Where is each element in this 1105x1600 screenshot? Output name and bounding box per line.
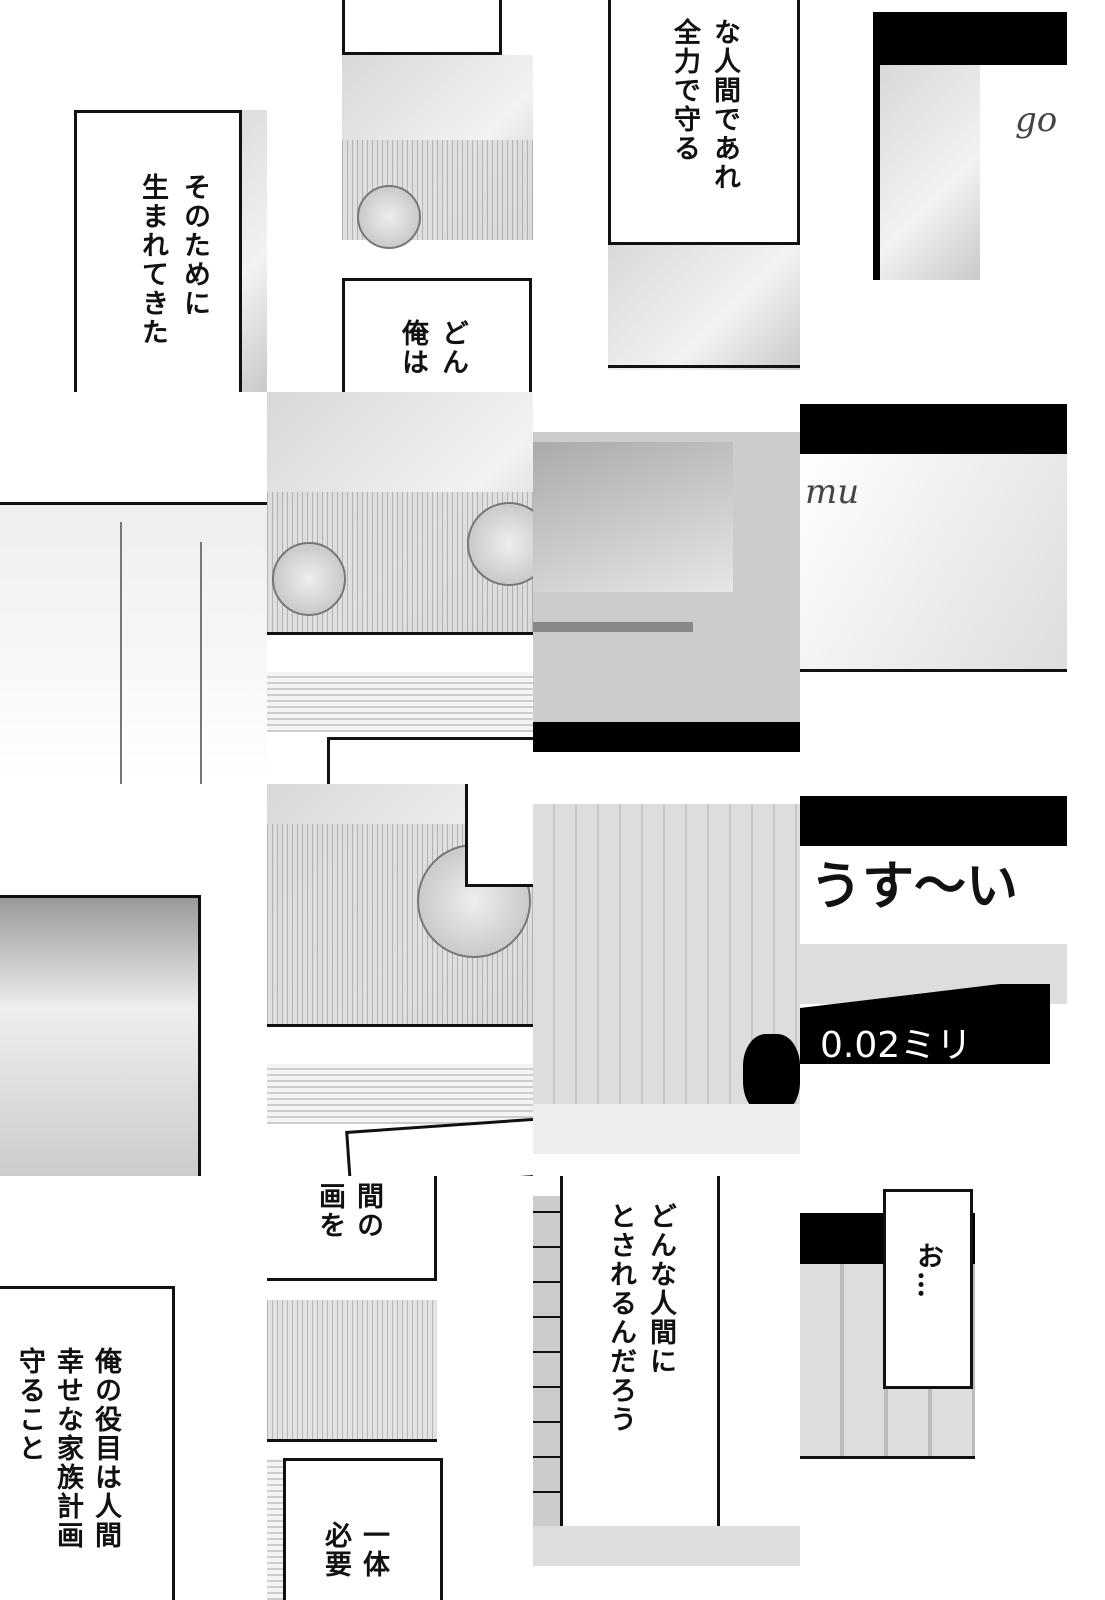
- caption-line: な人間であれ: [709, 18, 740, 192]
- handwriting-usui: うす〜い: [810, 857, 1019, 917]
- caption-line: 画を: [314, 1182, 345, 1240]
- caption-line: とされるんだろう: [605, 1202, 636, 1434]
- tile-condom-packets-2: [267, 392, 534, 784]
- caption-line: お…: [912, 1242, 943, 1300]
- tile-caption-needed: 間の 画を 一体 必要: [267, 1176, 534, 1600]
- handwriting-mu: mu: [805, 472, 860, 512]
- caption-line: 全力で守る: [669, 18, 700, 163]
- tile-condom-packets-3: [267, 784, 534, 1176]
- tile-caption-what-kind: どんな人間に とされるんだろう: [533, 1176, 800, 1600]
- tile-caption-oh: お…: [800, 1176, 1067, 1600]
- caption-line: 必要: [320, 1521, 351, 1579]
- caption-line: 俺の役目は人間: [90, 1347, 121, 1550]
- caption-line: 生まれてきた: [137, 173, 168, 347]
- caption-box: そのために 生まれてきた: [74, 110, 242, 392]
- caption-box: どんな人間に とされるんだろう: [560, 1176, 720, 1531]
- caption-line: 俺は: [397, 319, 428, 377]
- tile-usui-text: うす〜い 0.02ミリ: [800, 784, 1067, 1176]
- caption-box: 俺の役目は人間 幸せな家族計画 守ること: [0, 1286, 175, 1600]
- tile-condom-packets: どん 俺は: [267, 0, 534, 392]
- tile-caption-protect: な人間であれ 全力で守る: [533, 0, 800, 392]
- tile-caption-role: 俺の役目は人間 幸せな家族計画 守ること: [0, 1176, 267, 1600]
- tile-building: [0, 392, 267, 784]
- tile-caption-born: そのために 生まれてきた: [0, 0, 267, 392]
- caption-line: 幸せな家族計画: [52, 1347, 83, 1550]
- caption-box: 一体 必要: [283, 1458, 443, 1600]
- caption-line: どんな人間に: [645, 1202, 676, 1376]
- caption-line: 間の: [352, 1182, 383, 1240]
- caption-box: な人間であれ 全力で守る: [608, 0, 800, 245]
- tile-truck-side: [533, 784, 800, 1176]
- tile-fingers: mu: [800, 392, 1067, 784]
- caption-line: そのために: [179, 173, 210, 318]
- handwriting-go: go: [1015, 100, 1058, 140]
- tile-truck-front: [533, 392, 800, 784]
- tile-packet-closeup: go: [800, 0, 1067, 392]
- caption-line: 一体: [358, 1521, 389, 1579]
- caption-box: 間の 画を: [267, 1176, 437, 1281]
- caption-line: 守ること: [14, 1347, 45, 1463]
- caption-box: どん 俺は: [342, 278, 532, 392]
- tile-factory: [0, 784, 267, 1176]
- handwriting-thickness: 0.02ミリ: [820, 1025, 973, 1066]
- caption-box: お…: [883, 1189, 973, 1389]
- caption-line: どん: [437, 319, 468, 377]
